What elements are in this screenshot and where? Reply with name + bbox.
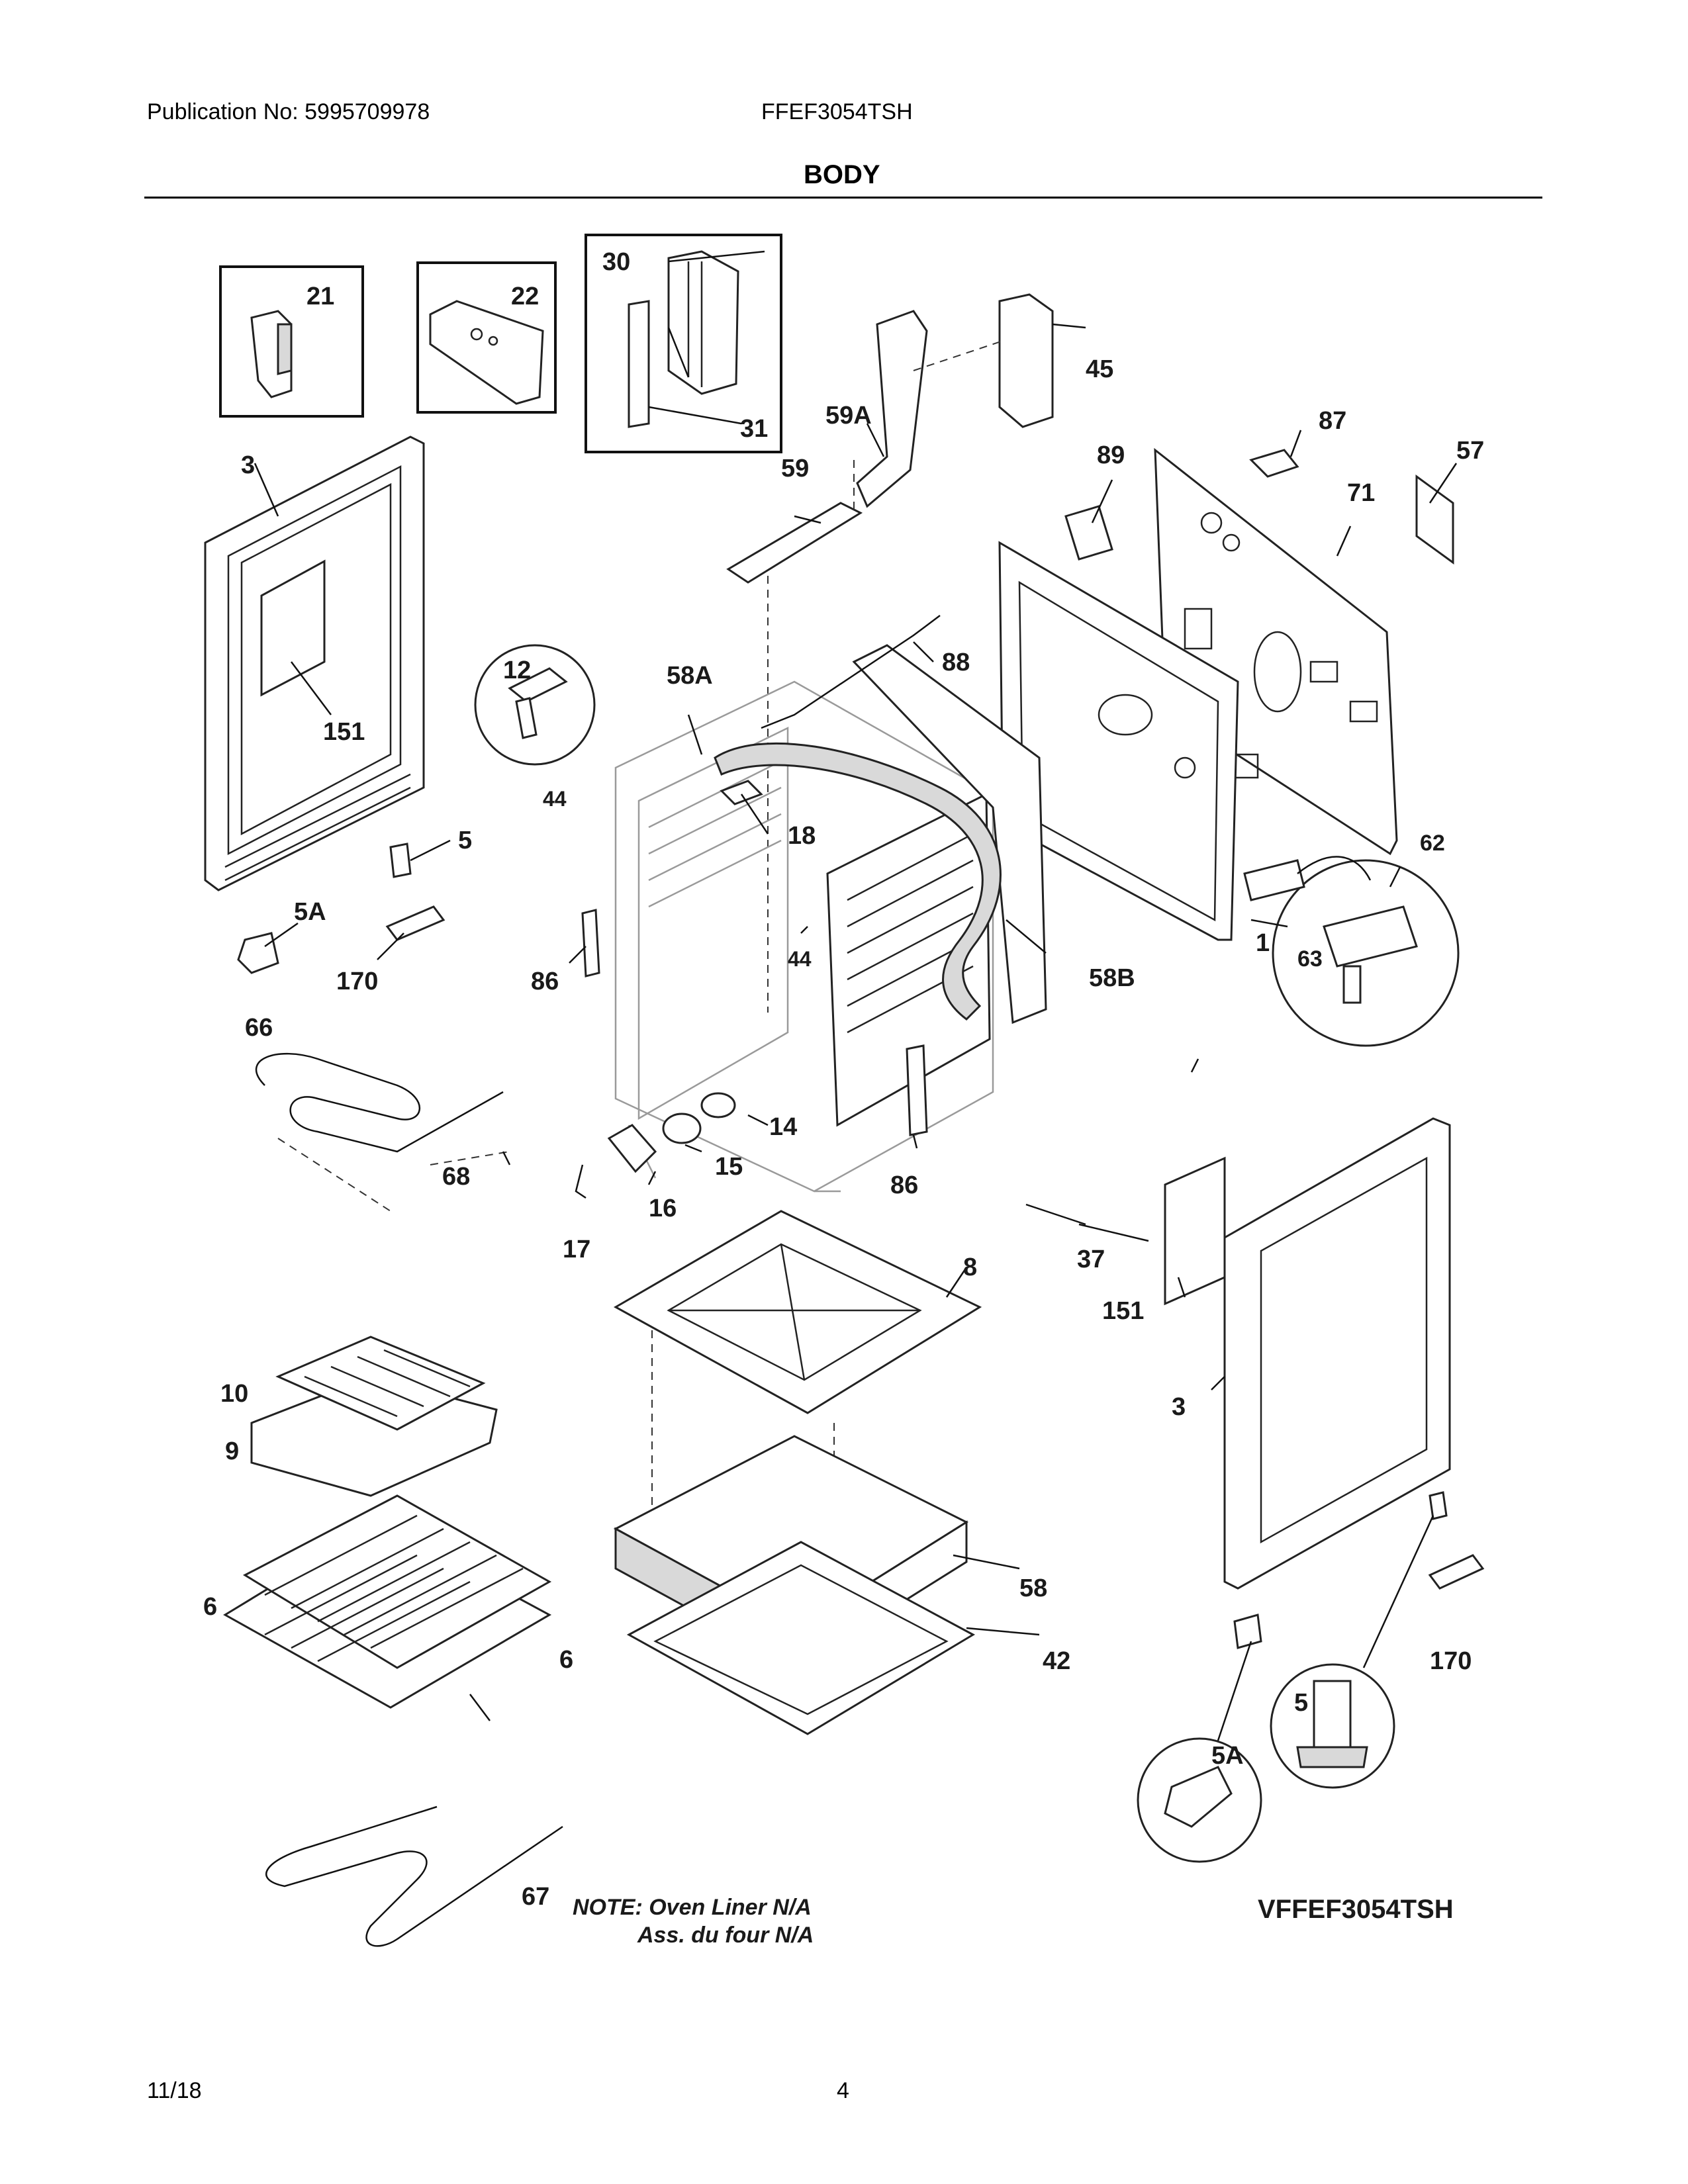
note-line-2: Ass. du four N/A <box>637 1923 814 1948</box>
inset-box-21 <box>219 265 364 418</box>
vent-duct-59 <box>726 502 863 584</box>
callout-12: 12 <box>503 657 531 684</box>
callout-57: 57 <box>1456 437 1484 465</box>
publication-number: Publication No: 5995709978 <box>147 99 430 124</box>
callout-1: 1 <box>1256 929 1270 957</box>
bake-element-67 <box>265 1805 563 1947</box>
footer-date: 11/18 <box>147 2078 202 2103</box>
callout-5a-left: 5A <box>294 898 326 926</box>
callout-170-left: 170 <box>336 968 378 995</box>
bracket-87 <box>1249 449 1299 478</box>
callout-16: 16 <box>649 1195 677 1222</box>
callout-87: 87 <box>1319 407 1346 435</box>
callout-59: 59 <box>781 455 809 482</box>
callout-62: 62 <box>1420 831 1445 856</box>
hinge-86-left <box>581 909 600 978</box>
callout-88: 88 <box>942 649 970 676</box>
callout-22: 22 <box>511 283 539 310</box>
leveling-leg-5-right <box>1429 1491 1448 1520</box>
callout-5-right: 5 <box>1294 1689 1308 1717</box>
bracket-170-left <box>385 905 445 941</box>
callout-58a: 58A <box>667 662 713 690</box>
wire-88 <box>761 615 941 729</box>
callout-5a-right: 5A <box>1211 1742 1244 1770</box>
hinge-86-right <box>906 1044 928 1136</box>
callout-63: 63 <box>1297 946 1323 972</box>
diagram-code: VFFEF3054TSH <box>1258 1895 1454 1924</box>
oven-bottom-8 <box>613 1210 982 1414</box>
callout-58b: 58B <box>1089 964 1135 992</box>
note-line-1: NOTE: Oven Liner N/A <box>573 1895 812 1920</box>
callout-3-left: 3 <box>241 451 255 479</box>
callout-71: 71 <box>1347 479 1375 507</box>
callout-89: 89 <box>1097 441 1125 469</box>
callout-31: 31 <box>740 415 768 443</box>
callout-15: 15 <box>715 1153 743 1181</box>
callout-45: 45 <box>1086 355 1113 383</box>
callout-14: 14 <box>769 1113 797 1141</box>
callout-86-upper: 86 <box>531 968 559 995</box>
inset-box-22 <box>416 261 557 414</box>
callout-42: 42 <box>1043 1647 1070 1675</box>
callout-86-lower: 86 <box>890 1171 918 1199</box>
leg-bracket-5a-inset <box>1137 1737 1262 1863</box>
header-divider <box>144 197 1542 199</box>
wires-68 <box>277 1138 510 1212</box>
bracket-170-right <box>1428 1554 1485 1590</box>
callout-44-upper: 44 <box>543 787 567 811</box>
leader-lines <box>254 250 1458 1721</box>
oven-cavity-58a <box>614 680 994 1193</box>
section-title: BODY <box>804 160 880 189</box>
callout-151-left: 151 <box>323 718 365 746</box>
callout-9: 9 <box>225 1437 239 1465</box>
callout-67: 67 <box>522 1883 549 1911</box>
vent-cover-57 <box>1415 475 1454 565</box>
bracket-45 <box>998 293 1054 428</box>
broil-element-66 <box>255 1052 504 1153</box>
bracket-18 <box>720 780 763 805</box>
vent-duct-59a <box>856 310 928 508</box>
bottom-tray-42 <box>626 1541 976 1735</box>
callout-17: 17 <box>563 1236 590 1263</box>
insulation-blanket-58b <box>714 644 1047 1024</box>
leveling-leg-5-inset <box>1270 1663 1395 1789</box>
left-side-panel <box>204 435 425 891</box>
callout-30: 30 <box>602 248 630 276</box>
callout-44-lower: 44 <box>788 947 812 971</box>
callout-3-right: 3 <box>1172 1393 1186 1421</box>
callout-58: 58 <box>1019 1574 1047 1602</box>
right-side-panel <box>1164 1117 1451 1590</box>
callout-37: 37 <box>1077 1246 1105 1273</box>
callout-59a: 59A <box>825 402 872 430</box>
model-number: FFEF3054TSH <box>761 99 913 124</box>
callout-21: 21 <box>306 283 334 310</box>
callout-10: 10 <box>220 1380 248 1408</box>
callout-8: 8 <box>963 1253 977 1281</box>
callout-68: 68 <box>442 1163 470 1191</box>
callout-18: 18 <box>788 822 816 850</box>
callout-5-left: 5 <box>458 827 472 854</box>
leg-bracket-5a-right <box>1233 1614 1262 1649</box>
leveling-leg-5-left <box>389 842 412 878</box>
page-number: 4 <box>837 2078 849 2103</box>
callout-66: 66 <box>245 1014 273 1042</box>
oven-racks-6 <box>223 1494 552 1709</box>
broiler-pan-10-9 <box>250 1336 498 1497</box>
callout-6-left: 6 <box>203 1593 217 1621</box>
wire-37 <box>1025 1203 1086 1226</box>
callout-6-right: 6 <box>559 1646 573 1674</box>
inset-box-30-31 <box>585 234 782 453</box>
callout-labels: 21 22 30 31 45 59A 59 3 151 87 89 71 57 … <box>203 248 1484 1911</box>
sensor-12-inset <box>474 644 596 766</box>
callout-170-right: 170 <box>1430 1647 1472 1675</box>
oven-lamp-assembly <box>575 1092 736 1199</box>
callout-151-right: 151 <box>1102 1297 1144 1325</box>
terminal-block-62-inset <box>1243 856 1460 1047</box>
leg-bracket-5a-left <box>237 932 279 974</box>
